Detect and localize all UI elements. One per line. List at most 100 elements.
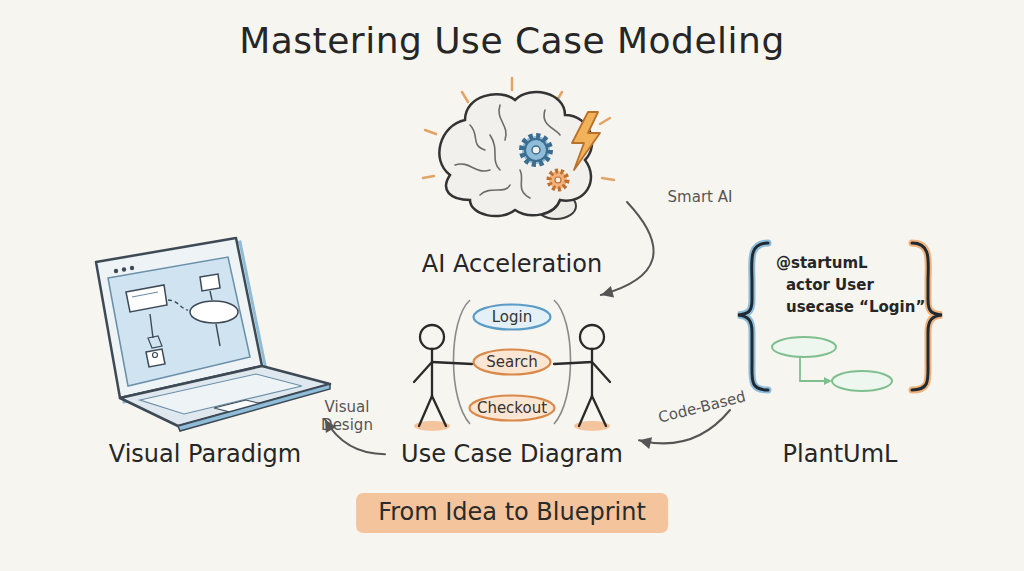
diagram-title: Mastering Use Case Modeling: [0, 20, 1024, 61]
brain-outline: [439, 92, 592, 216]
screen-box: [126, 285, 167, 312]
actor-leg: [592, 396, 606, 426]
diagram-node: Use Case Diagram LoginSearchCheckout: [385, 295, 639, 470]
ray: [556, 92, 562, 102]
fold: [480, 185, 510, 195]
actor-leg: [432, 396, 446, 426]
brace-right-glow: [912, 243, 942, 390]
system-arc: [554, 300, 571, 424]
laptop-edge: [178, 384, 330, 431]
arrow-label: Code-Based: [651, 386, 752, 428]
gear-blue: [522, 136, 550, 164]
cerebellum: [536, 193, 576, 219]
ray: [511, 78, 514, 90]
node-title: PlantUmL: [783, 438, 898, 470]
fold: [520, 170, 530, 198]
brain-illustration: [423, 78, 614, 219]
node-title: AI Acceleration: [422, 248, 602, 280]
lightning-bolt: [572, 112, 600, 170]
screen-icon-head: [153, 353, 158, 358]
ray: [602, 178, 614, 180]
tool-node: Visual Paradigm: [85, 230, 325, 470]
actor-leg: [419, 396, 432, 426]
code-illustration: [738, 243, 942, 391]
actor-arm: [554, 362, 592, 364]
code-line: usecase “Login”: [786, 298, 925, 316]
oval-shape: [474, 305, 551, 330]
code-oval: [772, 337, 836, 357]
fold: [470, 125, 485, 150]
arrowhead: [639, 437, 652, 449]
window-dot: [130, 266, 134, 270]
window-dot: [114, 269, 118, 273]
arrow-label: Visual Design: [318, 398, 376, 434]
arrow-label: Smart AI: [660, 188, 740, 206]
screen-line: [132, 292, 158, 297]
flow-line: [601, 202, 654, 295]
brace-right: [912, 243, 942, 390]
laptop-illustration: [96, 238, 330, 431]
brain-folds: [455, 105, 560, 198]
screen-icon: [146, 349, 165, 367]
system-arc: [454, 300, 471, 424]
light-rays: [423, 78, 614, 180]
actor-arm: [414, 362, 432, 382]
code-oval: [832, 371, 892, 391]
use-case-name: Login: [492, 308, 532, 326]
oval-shape: [470, 396, 555, 421]
figure-shadow: [574, 421, 610, 431]
laptop-touchpad: [214, 400, 262, 412]
oval-shape: [474, 350, 551, 375]
node-title: Use Case Diagram: [401, 438, 623, 470]
actor-head: [580, 325, 604, 349]
actor-body: [431, 349, 433, 396]
use-case-name: Search: [486, 353, 538, 371]
actor-left: [414, 325, 472, 426]
screen-oval: [190, 301, 238, 323]
arrowhead: [601, 286, 614, 298]
fold: [490, 135, 500, 170]
gear-blue-body: [525, 139, 547, 161]
actor-arm: [432, 362, 472, 364]
ai-node: AI Acceleration: [397, 85, 627, 280]
actor-leg: [579, 396, 592, 426]
screen-arrow: [150, 314, 153, 338]
laptop-screen: [96, 238, 262, 398]
code-connector: [800, 357, 826, 381]
gear-orange-hub: [555, 177, 561, 183]
laptop-screen-shadow: [100, 242, 266, 402]
ray: [462, 92, 468, 102]
screen-arrow: [216, 324, 220, 346]
use-case-oval: Checkout: [468, 394, 556, 422]
code-line: @startumL: [776, 254, 868, 272]
code-line: actor User: [786, 276, 874, 294]
screen-box: [200, 274, 220, 291]
window-dot: [122, 267, 126, 271]
actor-head: [420, 325, 444, 349]
laptop-keyboard: [140, 374, 302, 414]
brace-left: [738, 243, 768, 390]
gear-blue-hub: [532, 146, 540, 154]
code-arrowhead: [824, 377, 832, 385]
flow-arrow: [601, 202, 654, 298]
screen-arrow: [168, 300, 188, 310]
use-case-name: Checkout: [477, 399, 547, 417]
screen-arrow: [210, 291, 212, 300]
use-case-oval: Search: [472, 348, 552, 376]
use-case-oval: Login: [472, 303, 552, 331]
use-case-illustration: [414, 300, 610, 431]
screen-arrowhead: [148, 336, 162, 348]
ray: [425, 130, 436, 134]
fold: [544, 110, 560, 135]
fold: [499, 105, 506, 140]
actor-body: [591, 349, 593, 396]
brace-left-glow: [738, 243, 768, 390]
node-title: Visual Paradigm: [109, 438, 301, 470]
laptop-base: [120, 366, 330, 426]
fold: [455, 164, 490, 171]
laptop-display: [108, 257, 250, 386]
actor-arm: [592, 362, 610, 382]
ray: [600, 118, 610, 124]
actor-right: [554, 325, 610, 426]
